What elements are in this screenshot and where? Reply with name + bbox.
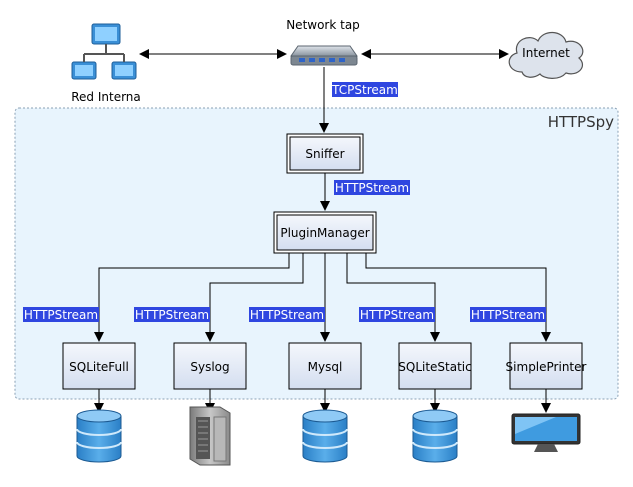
httpspy-region-title: HTTPSpy (548, 113, 614, 131)
network-tap-label: Network tap (286, 18, 360, 32)
database-icon (76, 409, 122, 463)
database-body (76, 415, 122, 463)
monitor-glare (515, 417, 556, 434)
network-tap-icon (290, 45, 358, 66)
httpstream-badge (359, 307, 435, 322)
httpstream-label: HTTPStream (24, 308, 98, 322)
plugin-label: SQLiteStatic (398, 360, 471, 374)
database-band (76, 428, 122, 436)
httpstream-badge (23, 307, 99, 322)
monitor-icon (511, 413, 581, 452)
plugin-manager-label: PluginManager (280, 226, 369, 240)
database-band (302, 428, 348, 436)
httpstream-label: HTTPStream (250, 308, 324, 322)
database-top (76, 409, 122, 423)
httpstream-badge (134, 307, 210, 322)
network-icon (71, 23, 137, 80)
httpstream-label-sniffer: HTTPStream (335, 181, 409, 195)
httpstream-label: HTTPStream (360, 308, 434, 322)
plugin-label: Syslog (190, 360, 229, 374)
plugin-node-sqlitefull: SQLiteFull (62, 342, 136, 390)
httpstream-badge (249, 307, 325, 322)
httpstream-label: HTTPStream (135, 308, 209, 322)
plugin-label: Mysql (308, 360, 343, 374)
plugin-label: SimplePrinter (506, 360, 587, 374)
sniffer-label: Sniffer (305, 147, 344, 161)
server-side (213, 416, 227, 462)
plugin-box (398, 342, 472, 390)
httpstream-label: HTTPStream (471, 308, 545, 322)
plugin-box (288, 342, 362, 390)
database-top (302, 409, 348, 423)
database-icon (412, 409, 458, 463)
cloud-icon (508, 31, 584, 79)
tcpstream-label: TCPStream (331, 83, 398, 97)
plugin-connector (94, 253, 290, 342)
server-icon (189, 406, 231, 466)
database-body (302, 415, 348, 463)
httpstream-badge (470, 307, 546, 322)
plugin-node-syslog: Syslog (173, 342, 247, 390)
database-icon (302, 409, 348, 463)
plugin-connector (365, 253, 551, 342)
plugin-node-mysql: Mysql (288, 342, 362, 390)
database-band (302, 441, 348, 449)
database-top (412, 409, 458, 423)
database-band (76, 441, 122, 449)
plugin-node-sqlitestatic: SQLiteStatic (398, 342, 472, 390)
plugin-box (509, 342, 583, 390)
server-front (196, 417, 210, 459)
httpstream-badge-sniffer (334, 180, 410, 195)
plugin-node-simpleprinter: SimplePrinter (506, 342, 587, 390)
red-interna-label: Red Interna (71, 90, 141, 104)
database-body (412, 415, 458, 463)
plugin-box (173, 342, 247, 390)
database-band (412, 428, 458, 436)
monitor-stand (534, 444, 558, 452)
database-band (412, 441, 458, 449)
plugin-manager-node: PluginManager (273, 211, 377, 254)
plugin-label: SQLiteFull (69, 360, 129, 374)
plugin-box (62, 342, 136, 390)
tcpstream-badge (332, 82, 398, 97)
sniffer-node: Sniffer (286, 133, 364, 174)
internet-label: Internet (522, 46, 570, 60)
